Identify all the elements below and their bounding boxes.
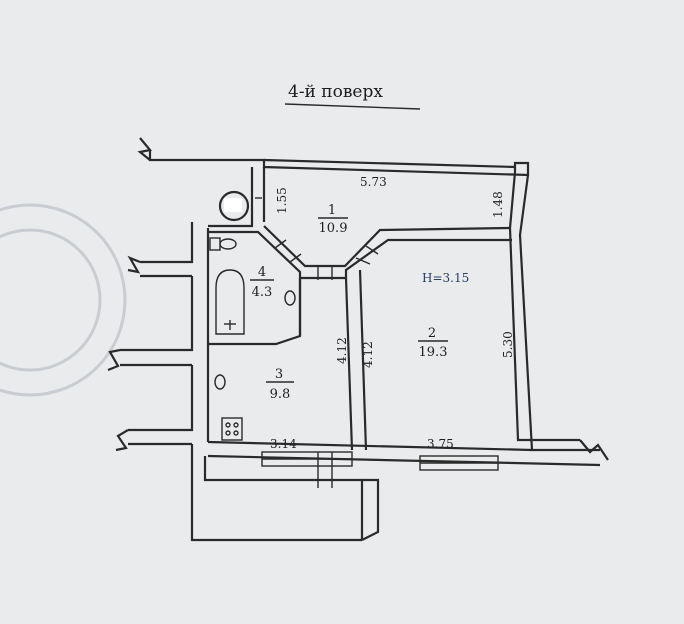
title-underline: [284, 103, 421, 110]
room-2-label: 2 19.3: [418, 326, 448, 360]
bathtub-icon: [215, 269, 245, 335]
room-1-label: 1 10.9: [318, 203, 348, 236]
room-4-label: 4 4.3: [250, 265, 274, 300]
toilet-icon: [209, 237, 237, 251]
dim-room2-width: 3.75: [427, 437, 454, 451]
background-stamp: [0, 203, 127, 397]
dim-room3-width: 3.14: [270, 437, 297, 451]
dim-room2-right: 5.30: [501, 331, 515, 358]
dim-corridor-length: 5.73: [360, 175, 387, 189]
dim-room2-left: 4.12: [361, 341, 375, 368]
windows: [261, 451, 499, 488]
dim-room3-right: 4.12: [335, 337, 349, 364]
dim-corridor-depth: 1.55: [275, 187, 289, 214]
sink-icon: [284, 290, 296, 306]
walls: [107, 137, 609, 542]
floor-title: 4-й поверх: [288, 82, 383, 102]
room-2-number: 2: [428, 326, 436, 341]
dim-corridor-right-depth: 1.48: [491, 191, 505, 218]
room-1-number: 1: [328, 203, 336, 218]
room-2-area: 19.3: [419, 345, 448, 360]
room-3-number: 3: [275, 367, 283, 382]
room-3-label: 3 9.8: [266, 367, 294, 402]
sanitary-fixtures: [209, 190, 296, 441]
stove-icon: [221, 417, 243, 441]
ventilation-shaft: [218, 190, 250, 222]
door-marks: [255, 197, 379, 280]
room-1-area: 10.9: [319, 221, 348, 236]
room-4-number: 4: [258, 265, 266, 280]
kitchen-sink-icon: [214, 374, 226, 390]
room-4-area: 4.3: [252, 285, 273, 300]
room-3-area: 9.8: [270, 387, 291, 402]
ceiling-height-label: H=3.15: [422, 271, 469, 285]
